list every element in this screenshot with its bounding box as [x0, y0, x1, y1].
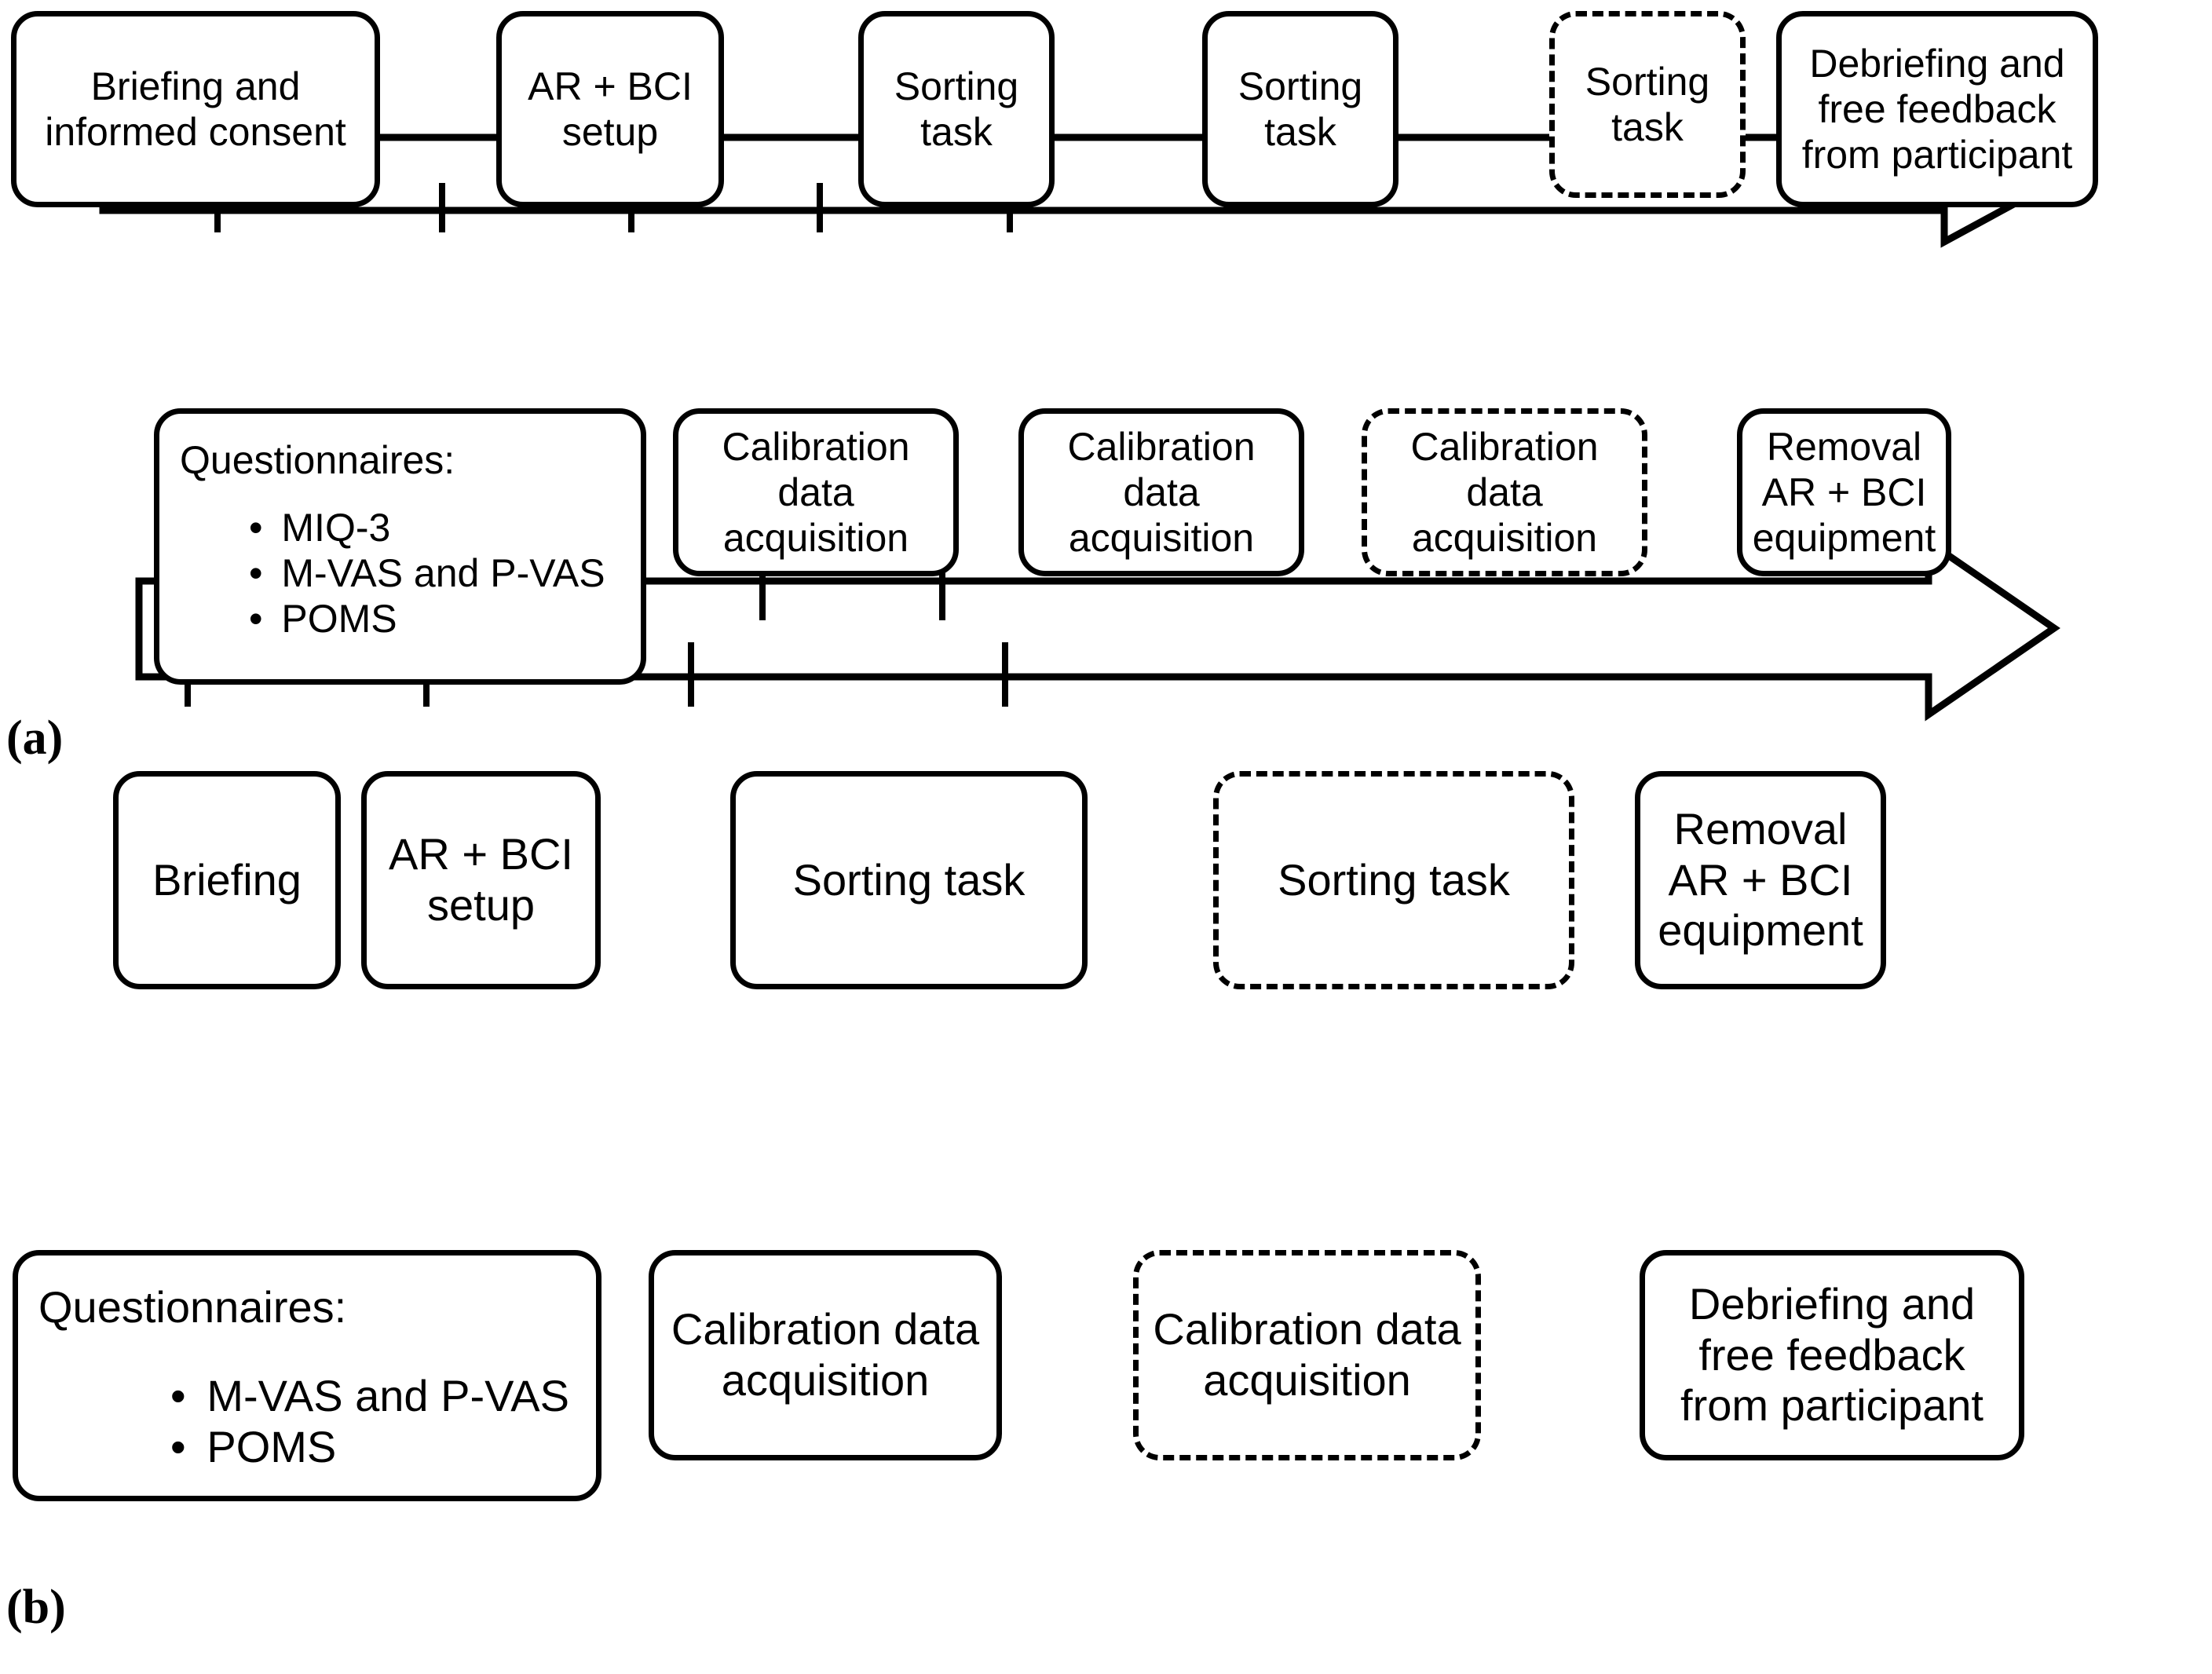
panel-b-node-briefing[interactable]: Briefing	[113, 771, 341, 989]
panel-caption-b: (b)	[6, 1580, 66, 1636]
node-label: Briefing and informed consent	[45, 64, 346, 154]
panel-b-node-questionnaires[interactable]: Questionnaires: • M-VAS and P-VAS • POMS	[13, 1250, 601, 1501]
questionnaires-title: Questionnaires:	[180, 438, 455, 482]
panel-b-node-ar-bci-setup[interactable]: AR + BCI setup	[361, 771, 601, 989]
node-label: Debriefing and free feedback from partic…	[1801, 42, 2073, 177]
node-label: AR + BCI setup	[528, 64, 693, 154]
node-label: Sorting task	[1585, 60, 1710, 149]
questionnaires-list: • M-VAS and P-VAS • POMS	[38, 1371, 576, 1473]
panel-a-node-debriefing-feedback[interactable]: Debriefing and free feedback from partic…	[1776, 11, 2098, 207]
bullet-glyph: •	[249, 551, 263, 595]
panel-a-node-sorting-task-1[interactable]: Sorting task	[858, 11, 1055, 207]
panel-b-node-calibration-1[interactable]: Calibration data acquisition	[649, 1250, 1002, 1460]
node-label: Calibration data acquisition	[1410, 425, 1599, 560]
panel-b-node-debriefing-feedback[interactable]: Debriefing and free feedback from partic…	[1640, 1250, 2024, 1460]
panel-caption-b-text: (b)	[6, 1581, 66, 1634]
panel-a-node-briefing-consent[interactable]: Briefing and informed consent	[11, 11, 380, 207]
questionnaires-title: Questionnaires:	[38, 1282, 347, 1332]
panel-caption-a-text: (a)	[6, 711, 64, 765]
questionnaires-list: • MIQ-3 • M-VAS and P-VAS • POMS	[180, 505, 620, 641]
list-item: • POMS	[249, 596, 620, 641]
list-item-label: POMS	[281, 597, 397, 641]
node-label: Removal AR + BCI equipment	[1658, 803, 1863, 956]
panel-a-arrow	[99, 103, 2061, 248]
node-label: AR + BCI setup	[389, 829, 573, 930]
list-item-label: MIQ-3	[281, 506, 391, 550]
list-item: • M-VAS and P-VAS	[249, 550, 620, 596]
bullet-glyph: •	[249, 506, 263, 550]
list-item-label: POMS	[207, 1421, 337, 1471]
panel-a-arrow-body	[99, 103, 2061, 248]
panel-a-node-sorting-task-3-optional[interactable]: Sorting task	[1549, 11, 1746, 198]
node-label: Sorting task	[792, 854, 1026, 905]
node-label: Calibration data acquisition	[671, 1304, 980, 1405]
panel-a-node-calibration-1[interactable]: Calibration data acquisition	[673, 408, 959, 576]
list-item: • POMS	[170, 1422, 576, 1473]
bullet-glyph: •	[170, 1370, 186, 1420]
node-label: Calibration data acquisition	[1153, 1304, 1461, 1405]
bullet-glyph: •	[249, 597, 263, 641]
list-item-label: M-VAS and P-VAS	[281, 551, 605, 595]
list-item: • M-VAS and P-VAS	[170, 1371, 576, 1422]
panel-a-node-calibration-2[interactable]: Calibration data acquisition	[1018, 408, 1304, 576]
node-label: Removal AR + BCI equipment	[1752, 425, 1936, 560]
node-label: Briefing	[152, 854, 302, 905]
node-label: Sorting task	[1238, 64, 1363, 154]
panel-a-node-calibration-3-optional[interactable]: Calibration data acquisition	[1362, 408, 1647, 576]
panel-b-node-removal-equipment[interactable]: Removal AR + BCI equipment	[1635, 771, 1886, 989]
node-label: Debriefing and free feedback from partic…	[1680, 1278, 1983, 1431]
node-label: Sorting task	[894, 64, 1019, 154]
node-label: Calibration data acquisition	[722, 425, 910, 560]
panel-a-node-ar-bci-setup[interactable]: AR + BCI setup	[496, 11, 724, 207]
panel-a-node-removal-equipment[interactable]: Removal AR + BCI equipment	[1737, 408, 1951, 576]
panel-a-node-questionnaires[interactable]: Questionnaires: • MIQ-3 • M-VAS and P-VA…	[154, 408, 646, 685]
bullet-glyph: •	[170, 1421, 186, 1471]
list-item: • MIQ-3	[249, 505, 620, 550]
panel-b-node-sorting-task-2-optional[interactable]: Sorting task	[1213, 771, 1574, 989]
node-label: Calibration data acquisition	[1067, 425, 1256, 560]
panel-a-node-sorting-task-2[interactable]: Sorting task	[1202, 11, 1398, 207]
node-label: Sorting task	[1278, 854, 1510, 905]
panel-caption-a: (a)	[6, 711, 63, 766]
list-item-label: M-VAS and P-VAS	[207, 1370, 570, 1420]
panel-b-node-calibration-2-optional[interactable]: Calibration data acquisition	[1133, 1250, 1481, 1460]
panel-b-node-sorting-task-1[interactable]: Sorting task	[730, 771, 1088, 989]
